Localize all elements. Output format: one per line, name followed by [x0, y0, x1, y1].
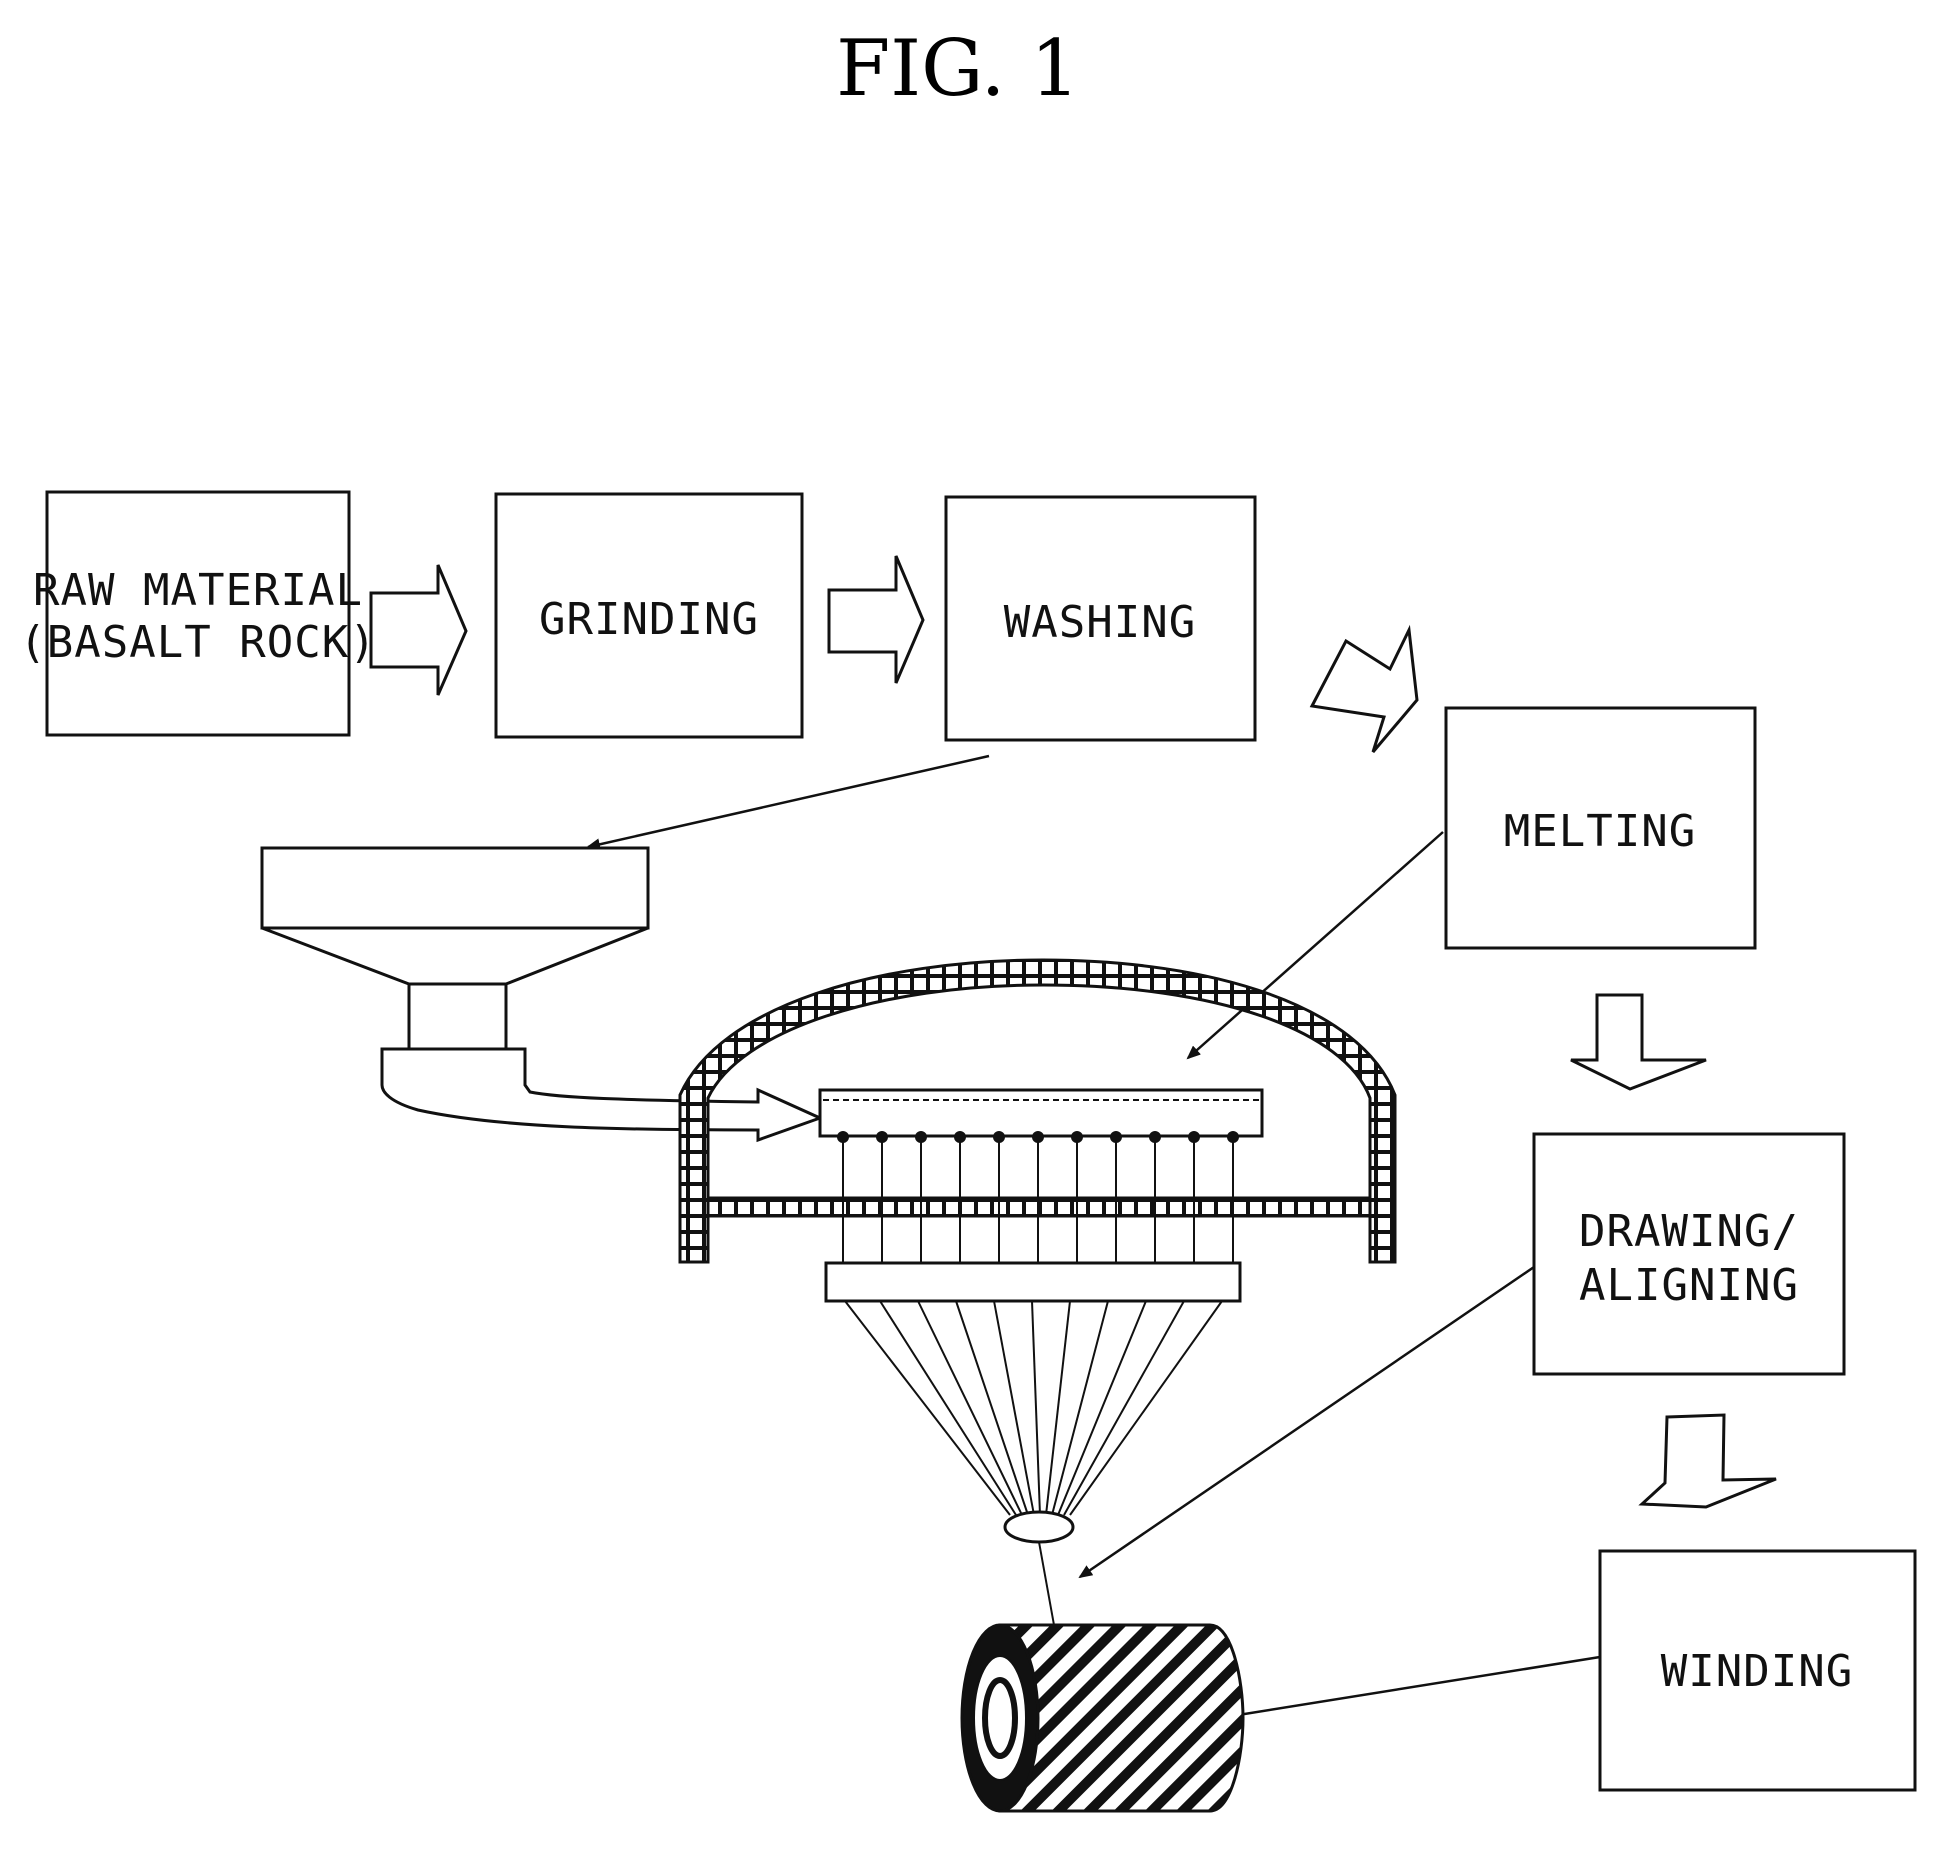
flow-arrow-down	[1642, 1415, 1776, 1507]
flow-arrow-right	[829, 556, 923, 683]
step-box-melting: MELTING	[1446, 708, 1755, 948]
step-label: WASHING	[1004, 597, 1196, 648]
leader-line	[588, 756, 989, 847]
step-label: WINDING	[1661, 1646, 1853, 1697]
step-label: RAW MATERIAL	[33, 565, 363, 616]
figure-title: FIG. 1	[836, 24, 1080, 114]
gathering-shoe	[1005, 1512, 1073, 1542]
step-box-raw-material: RAW MATERIAL (BASALT ROCK)	[19, 492, 376, 735]
leader-line	[1080, 1267, 1534, 1577]
step-box-washing: WASHING	[946, 497, 1255, 740]
step-label: GRINDING	[539, 594, 759, 645]
winding-drum	[962, 1625, 1243, 1811]
leader-line	[1232, 1657, 1600, 1716]
fiber-bundle-converging	[845, 1301, 1222, 1515]
step-box-grinding: GRINDING	[496, 494, 802, 737]
step-label: (BASALT ROCK)	[19, 617, 376, 668]
strand	[1039, 1542, 1054, 1625]
step-label: MELTING	[1504, 806, 1696, 857]
step-box-drawing-aligning: DRAWING/ ALIGNING	[1534, 1134, 1844, 1374]
guide-plate	[826, 1263, 1240, 1301]
step-label: ALIGNING	[1579, 1260, 1799, 1311]
step-box-winding: WINDING	[1600, 1551, 1915, 1790]
step-label: DRAWING/	[1579, 1206, 1799, 1257]
hopper	[262, 848, 820, 1140]
flow-arrow-diagonal	[1312, 630, 1417, 752]
flow-arrow-down	[1571, 995, 1706, 1089]
flow-arrow-right	[371, 565, 466, 695]
